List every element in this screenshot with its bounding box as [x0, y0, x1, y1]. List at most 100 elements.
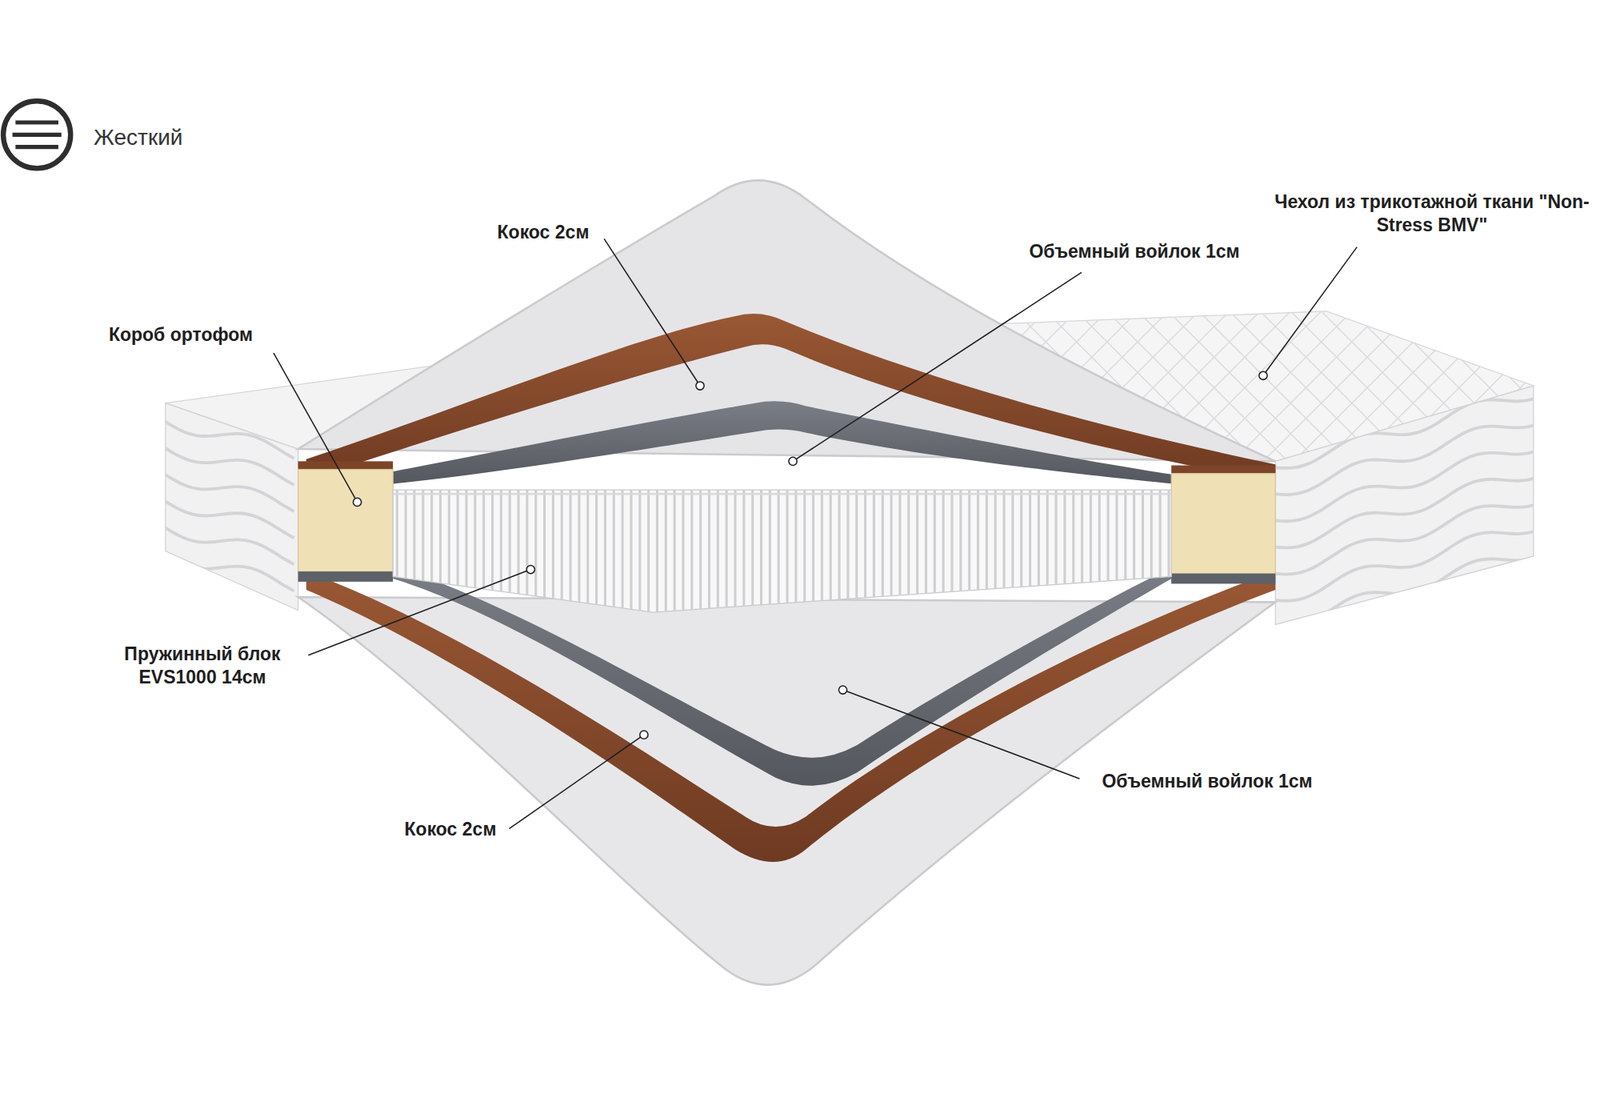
spring-coil	[500, 489, 503, 617]
spring-coil	[534, 489, 537, 617]
spring-coil	[976, 489, 980, 617]
spring-coil	[855, 489, 858, 617]
spring-coil	[1107, 489, 1110, 617]
spring-coil	[777, 489, 780, 617]
firmness-icon	[3, 100, 71, 168]
spring-coil	[742, 489, 745, 617]
orthofoam-box	[298, 469, 394, 572]
wave-line	[1273, 452, 1535, 522]
spring-coil	[412, 489, 416, 617]
felt-layer	[392, 400, 1174, 484]
firmness-label: Жесткий	[93, 123, 183, 152]
spring-coil	[1037, 489, 1040, 617]
spring-pattern	[392, 489, 1172, 617]
quilt-line	[1560, 306, 1600, 470]
spring-coil	[985, 489, 988, 617]
callout-label: Кокос 2см	[497, 220, 590, 244]
spring-coil	[681, 489, 684, 617]
spring-coil	[1011, 489, 1014, 617]
wave-line	[163, 473, 294, 512]
spring-coil	[829, 489, 832, 617]
spring-coil	[916, 489, 919, 617]
spring-coil	[604, 489, 607, 617]
leader-line	[308, 569, 531, 656]
wave-pattern	[1273, 319, 1535, 654]
felt-strip	[298, 571, 394, 582]
wave-line	[1273, 345, 1535, 416]
spring-coil	[716, 489, 720, 617]
spring-coil	[733, 489, 736, 617]
wave-line	[163, 526, 294, 564]
spring-coil	[950, 489, 953, 617]
spring-coil	[1046, 489, 1049, 617]
wave-line	[1273, 531, 1535, 601]
spring-coil	[846, 489, 849, 617]
spring-edge	[392, 492, 1172, 496]
wave-line	[163, 605, 294, 644]
callout-label: Объемный войлок 1см	[1028, 240, 1240, 264]
spring-coil	[569, 489, 572, 617]
spring-coil	[768, 489, 772, 617]
callout-label: Чехол из трикотажной ткани "Non-Stress B…	[1272, 190, 1592, 237]
coconut-strip	[298, 460, 394, 469]
spring-coil	[491, 489, 494, 617]
spring-coil	[872, 489, 876, 617]
spring-coil	[525, 489, 528, 617]
spring-coil	[994, 489, 997, 617]
spring-coil	[1150, 489, 1153, 617]
spring-coil	[864, 489, 867, 617]
spring-coil	[1072, 489, 1075, 617]
spring-coil	[586, 489, 589, 617]
coconut-strip	[1171, 464, 1276, 473]
spring-coil	[1063, 489, 1066, 617]
spring-coil	[881, 489, 884, 617]
spring-coil	[1167, 489, 1170, 617]
spring-coil	[517, 489, 520, 617]
spring-coil	[725, 489, 728, 617]
wave-line	[1273, 584, 1535, 654]
spring-coil	[439, 489, 442, 617]
spring-coil	[1089, 489, 1092, 617]
spring-coil	[708, 489, 711, 617]
spring-coil	[690, 489, 693, 617]
leader-lines	[273, 238, 1357, 828]
spring-coil	[430, 489, 433, 617]
wave-line	[1273, 319, 1535, 389]
wave-pattern	[163, 367, 294, 644]
spring-coil	[1003, 489, 1006, 617]
leader-dot	[526, 564, 535, 573]
quilt-line	[1530, 306, 1600, 470]
spring-coil	[820, 489, 824, 617]
spring-coil	[612, 489, 616, 617]
leader-dot	[1259, 371, 1268, 380]
leader-dot	[352, 497, 361, 506]
callout-label: Пружинный блок EVS1000 14см	[106, 642, 299, 689]
icon-bar	[12, 132, 62, 137]
leader-dot	[838, 685, 847, 694]
leader-line	[273, 352, 358, 502]
quilt-line	[1530, 306, 1600, 470]
spring-coil	[595, 489, 598, 617]
spring-coil	[647, 489, 650, 617]
spring-coil	[1098, 489, 1101, 617]
spring-coil	[924, 489, 928, 617]
quilt-line	[1592, 306, 1600, 470]
spring-coil	[473, 489, 476, 617]
leader-line	[604, 238, 700, 386]
callout-label: Короб ортофом	[108, 323, 253, 347]
spring-coil	[898, 489, 901, 617]
spring-coil	[664, 489, 668, 617]
spring-coil	[396, 489, 399, 617]
spring-coil	[464, 489, 468, 617]
spring-coil	[1141, 489, 1144, 617]
wave-line	[1273, 557, 1535, 628]
spring-coil	[543, 489, 546, 617]
spring-coil	[1028, 489, 1032, 617]
wave-line	[1273, 398, 1535, 468]
wave-line	[1273, 504, 1535, 575]
icon-ring	[3, 100, 71, 168]
felt-strip	[1171, 573, 1276, 584]
